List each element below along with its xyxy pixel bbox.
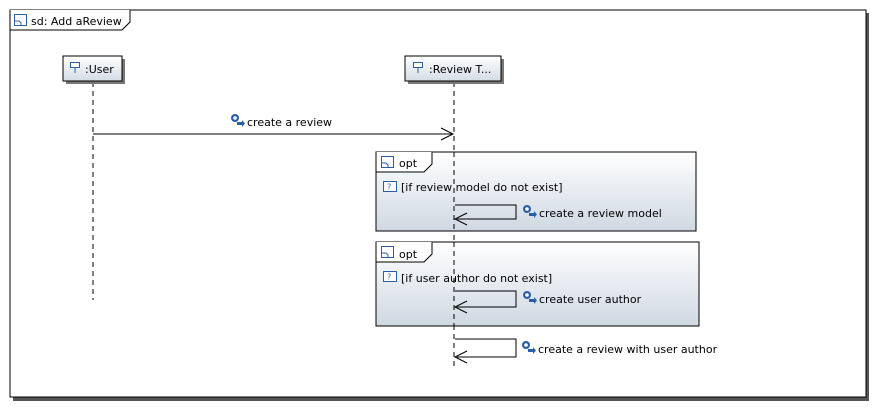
message-create-review-with-user-author[interactable]: create a review with user author [453,338,718,364]
arrowhead [453,212,468,226]
self-message-line [455,204,517,220]
frame-title: sd: Add aReview [31,15,122,28]
fragment-guard: [if review model do not exist] [401,181,563,194]
guard-constraint-icon [383,271,397,282]
message-create-review-model[interactable]: create a review model [453,204,662,226]
fragment-guard: [if user author do not exist] [401,272,552,285]
combined-fragment-icon [381,156,394,168]
message-label: create a review model [539,207,662,220]
message-create-user-author[interactable]: create user author [453,290,642,314]
message-create-review[interactable]: create a review [93,114,455,141]
lifeline-user-label: :User [85,63,114,76]
arrowhead [453,300,468,314]
fragment-operator: opt [399,157,418,170]
lifeline-review-label: :Review T... [429,63,491,76]
message-label: create a review with user author [538,343,718,356]
guard-constraint-icon [383,181,397,192]
message-label: create a review [247,116,332,129]
combined-fragment-icon [381,246,394,258]
lifeline-user[interactable]: :User [62,55,125,84]
message-label: create user author [539,293,642,306]
sequence-diagram-icon [14,14,27,26]
lifeline-review[interactable]: :Review T... [404,55,504,84]
combined-fragment-opt-1[interactable]: opt [if review model do not exist] [375,151,697,232]
fragment-operator: opt [399,248,418,261]
self-message-line [455,338,517,358]
lifeline-review-box[interactable] [404,55,502,82]
arrowhead [453,350,468,364]
combined-fragment-opt-2[interactable]: opt [if user author do not exist] [375,241,700,327]
self-message-line [455,290,517,308]
frame-title-tab [9,10,131,31]
lifeline-user-box[interactable] [62,55,123,82]
arrowhead [440,127,455,141]
